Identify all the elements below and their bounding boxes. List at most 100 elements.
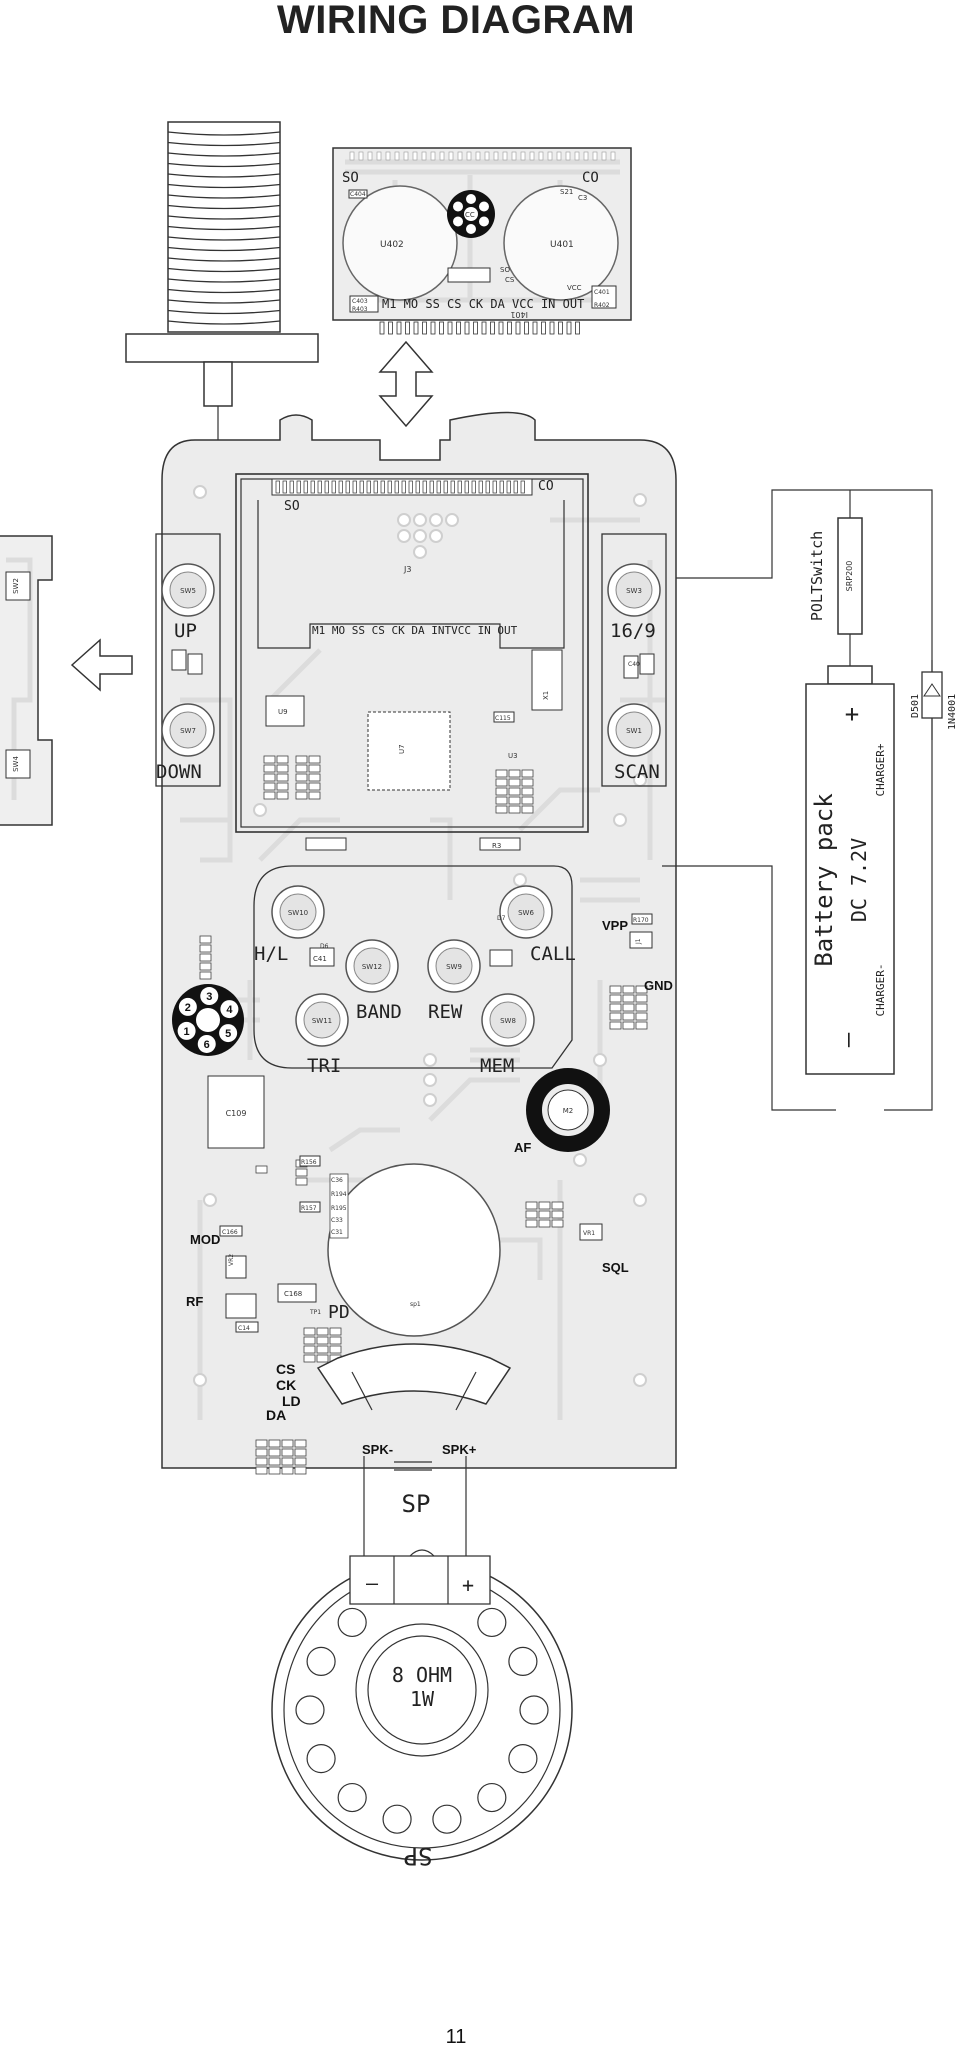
main-board-pin	[345, 480, 350, 494]
qc-pin-number: 4	[226, 1004, 233, 1016]
af-ring: M2	[526, 1068, 610, 1152]
c401-label: C401	[594, 289, 610, 296]
mod-label: MOD	[190, 1232, 220, 1247]
top-so-label: SO	[342, 170, 359, 186]
smd-part	[263, 773, 276, 782]
main-board-pin	[282, 480, 287, 494]
smd-part	[303, 1354, 316, 1363]
top-board-pad	[358, 151, 364, 161]
smd-part	[521, 796, 534, 805]
top-board-pin	[439, 321, 444, 335]
af-label: AF	[514, 1140, 531, 1155]
charger-minus-label: CHARGER-	[874, 964, 887, 1017]
top-board-pad	[547, 151, 553, 161]
c14-label: C14	[238, 1325, 250, 1332]
smd-part	[635, 994, 648, 1003]
main-board-pin	[303, 480, 308, 494]
speaker-hole	[432, 1804, 462, 1834]
speaker-hole	[508, 1743, 538, 1774]
smd-part	[255, 1448, 268, 1457]
main-so-label: SO	[284, 499, 300, 514]
top-board-pad	[466, 151, 472, 161]
board-via	[613, 813, 627, 827]
board-via	[445, 513, 459, 527]
spk-plus-label: SPK+	[442, 1442, 477, 1457]
keypad-button-face	[489, 1001, 527, 1039]
top-cc-label: CC	[465, 211, 475, 219]
sw7-label: SW7	[180, 727, 196, 735]
qc-label: QC	[197, 1013, 220, 1030]
battery-plus-symbol: +	[845, 700, 859, 728]
top-board-pad	[565, 151, 571, 161]
top-board-pad	[502, 151, 508, 161]
c31-label: C31	[331, 1229, 343, 1236]
diode-ref: D501	[910, 694, 921, 718]
speaker-hole	[306, 1646, 336, 1677]
antenna-coil	[167, 204, 281, 210]
smd-part	[255, 1466, 268, 1475]
r3-label: R3	[492, 842, 501, 850]
smd-part	[308, 791, 321, 800]
board-via	[423, 1053, 437, 1067]
top-board-pad	[520, 151, 526, 161]
top-board-pad	[430, 151, 436, 161]
board-via	[429, 529, 443, 543]
c166-label: C166	[222, 1229, 238, 1236]
battery-pack-line1: Battery pack	[810, 793, 838, 967]
smd-part	[609, 994, 622, 1003]
smd-part	[316, 1336, 329, 1345]
smd-part	[622, 985, 635, 994]
smd-part	[263, 764, 276, 773]
page-title: WIRING DIAGRAM	[276, 0, 636, 42]
smd-part	[295, 773, 308, 782]
qc-pin	[200, 987, 219, 1006]
top-board-pad	[592, 151, 598, 161]
board-via	[423, 1093, 437, 1107]
vr1-label: VR1	[583, 1230, 595, 1237]
top-board-pin	[549, 321, 555, 335]
board-via	[413, 545, 427, 559]
smd-part	[635, 1021, 648, 1030]
main-board-pin	[352, 480, 357, 494]
smd-part	[281, 1448, 294, 1457]
smd-part	[308, 773, 321, 782]
main-board-pin	[464, 480, 469, 494]
u402-label: U402	[380, 240, 404, 250]
speaker-hole	[337, 1607, 367, 1638]
u9-label: U9	[278, 708, 288, 716]
main-board-pin	[408, 480, 413, 494]
smd-part	[316, 1345, 329, 1354]
main-board-pin	[310, 480, 315, 494]
top-board-pad	[367, 151, 373, 161]
top-qc-pin	[453, 216, 464, 227]
top-vcc-label: VCC	[567, 284, 582, 292]
smd-part	[622, 1021, 635, 1030]
speaker-hole	[295, 1695, 325, 1725]
c168-label: C168	[284, 1290, 302, 1298]
main-board-pin	[289, 480, 294, 494]
smd-part	[294, 1466, 307, 1475]
main-board-pin	[436, 480, 441, 494]
smd-part	[609, 1003, 622, 1012]
smd-part	[255, 1439, 268, 1448]
board-via	[397, 513, 411, 527]
top-board-pin	[524, 321, 529, 335]
j1-label: J1	[635, 938, 642, 945]
smd-part	[295, 782, 308, 791]
top-board-pad	[349, 151, 355, 161]
smd-part	[622, 994, 635, 1003]
vpp-label: VPP	[602, 918, 628, 933]
top-board-pad	[457, 151, 463, 161]
speaker-hole	[382, 1804, 412, 1834]
qc-pin	[178, 997, 197, 1016]
top-board-pin	[541, 321, 546, 335]
top-board-pin	[456, 321, 461, 335]
double-arrow	[378, 340, 434, 428]
main-co-label: CO	[538, 479, 554, 494]
top-board-pin	[575, 321, 580, 335]
speaker-hole	[477, 1782, 507, 1813]
ck-label: CK	[276, 1377, 296, 1393]
smd-part	[308, 782, 321, 791]
top-board-pin	[464, 321, 470, 335]
smd-part	[255, 1165, 268, 1174]
